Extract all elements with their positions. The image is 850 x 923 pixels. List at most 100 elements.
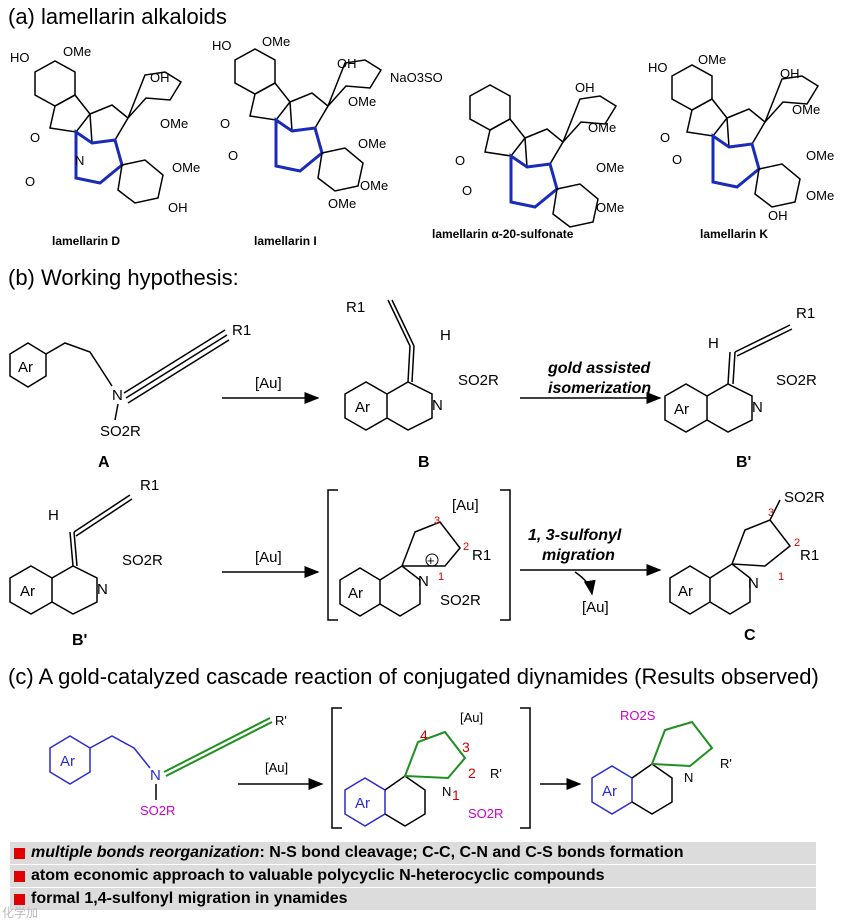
section-a-title: (a) lamellarin alkaloids bbox=[8, 4, 227, 29]
svg-text:OH: OH bbox=[768, 208, 788, 223]
compound-a-label: A bbox=[98, 454, 110, 471]
svg-text:OMe: OMe bbox=[172, 160, 200, 175]
svg-text:2: 2 bbox=[468, 765, 476, 781]
svg-text:OMe: OMe bbox=[806, 188, 834, 203]
svg-text:Ar: Ar bbox=[60, 753, 75, 770]
svg-text:O: O bbox=[455, 153, 465, 168]
svg-text:2: 2 bbox=[794, 537, 800, 549]
watermark: 化学加 bbox=[2, 906, 39, 920]
svg-text:NaO3SO: NaO3SO bbox=[390, 70, 443, 85]
red-square-bullet-icon bbox=[14, 847, 25, 859]
compound-a: Ar N R1 SO2R A bbox=[9, 322, 251, 471]
svg-text:OMe: OMe bbox=[358, 136, 386, 151]
svg-text:[Au]: [Au] bbox=[265, 760, 288, 775]
svg-text:N: N bbox=[684, 770, 693, 785]
compound-c: Ar N 3 2 1 SO2R R1 C bbox=[669, 489, 825, 644]
svg-text:R1: R1 bbox=[140, 477, 159, 494]
svg-text:OH: OH bbox=[780, 66, 800, 81]
svg-text:SO2R: SO2R bbox=[468, 806, 503, 821]
svg-text:HO: HO bbox=[648, 60, 668, 75]
svg-text:OMe: OMe bbox=[588, 120, 616, 135]
svg-text:R1: R1 bbox=[232, 322, 251, 339]
svg-text:OMe: OMe bbox=[596, 160, 624, 175]
result-notes: multiple bonds reorganization: N-S bond … bbox=[10, 842, 816, 911]
svg-text:H: H bbox=[48, 507, 59, 524]
svg-text:+: + bbox=[427, 553, 435, 568]
compound-c-label: C bbox=[744, 627, 756, 644]
product-c: Ar N RO2S R' bbox=[591, 708, 732, 815]
svg-text:3: 3 bbox=[434, 515, 440, 527]
svg-text:OMe: OMe bbox=[160, 116, 188, 131]
svg-text:isomerization: isomerization bbox=[548, 380, 651, 397]
svg-text:3: 3 bbox=[768, 507, 774, 519]
svg-text:4: 4 bbox=[420, 727, 428, 743]
lamellarin-d-structure: HO OMe OH OMe OMe OH O O N lamellarin D bbox=[10, 44, 200, 248]
svg-text:SO2R: SO2R bbox=[458, 372, 499, 389]
svg-text:H: H bbox=[440, 327, 451, 344]
svg-text:OH: OH bbox=[150, 70, 170, 85]
compound-b-prime-label: B' bbox=[736, 454, 751, 471]
svg-text:[Au]: [Au] bbox=[582, 599, 609, 616]
lamellarin-i-name: lamellarin I bbox=[254, 234, 317, 248]
compound-b-label: B bbox=[418, 454, 430, 471]
svg-text:R': R' bbox=[720, 756, 732, 771]
svg-text:OH: OH bbox=[337, 56, 357, 71]
svg-text:Ar: Ar bbox=[348, 585, 363, 602]
svg-text:Ar: Ar bbox=[355, 399, 370, 416]
svg-text:OMe: OMe bbox=[698, 52, 726, 67]
intermediate-b: Ar N + 3 2 1 [Au] R1 SO2R bbox=[327, 489, 511, 621]
svg-text:Ar: Ar bbox=[20, 583, 35, 600]
svg-text:OMe: OMe bbox=[360, 178, 388, 193]
lamellarin-i-structure: HO OMe OH OMe OMe OMe OMe O O lamellarin… bbox=[212, 34, 388, 248]
svg-text:HO: HO bbox=[212, 38, 232, 53]
svg-text:N: N bbox=[75, 153, 84, 168]
svg-text:SO2R: SO2R bbox=[776, 372, 817, 389]
svg-text:OMe: OMe bbox=[596, 200, 624, 215]
svg-text:N: N bbox=[150, 767, 161, 784]
svg-text:O: O bbox=[25, 174, 35, 189]
svg-text:N: N bbox=[97, 581, 108, 598]
svg-text:R1: R1 bbox=[800, 547, 819, 564]
svg-text:N: N bbox=[112, 387, 123, 404]
svg-text:1, 3-sulfonyl: 1, 3-sulfonyl bbox=[528, 527, 622, 544]
svg-text:O: O bbox=[30, 130, 40, 145]
lamellarin-k-structure: HO OMe OH OMe OMe OMe OH O O lamellarin … bbox=[648, 52, 834, 241]
svg-text:R': R' bbox=[275, 713, 287, 728]
svg-text:OMe: OMe bbox=[806, 148, 834, 163]
svg-text:Ar: Ar bbox=[602, 783, 617, 800]
svg-text:Ar: Ar bbox=[674, 401, 689, 418]
compound-b: Ar R1 H N SO2R B bbox=[344, 299, 499, 471]
svg-text:N: N bbox=[748, 575, 759, 592]
svg-text:O: O bbox=[220, 116, 230, 131]
compound-b-prime: Ar H R1 N SO2R B' bbox=[664, 305, 817, 471]
svg-text:O: O bbox=[660, 130, 670, 145]
lamellarin-sulfonate-name: lamellarin α-20-sulfonate bbox=[432, 227, 574, 241]
svg-text:[Au]: [Au] bbox=[452, 497, 479, 514]
section-c-title: (c) A gold-catalyzed cascade reaction of… bbox=[8, 664, 819, 689]
svg-text:SO2R: SO2R bbox=[440, 592, 481, 609]
svg-text:SO2R: SO2R bbox=[784, 489, 825, 506]
svg-text:R1: R1 bbox=[346, 299, 365, 316]
svg-text:[Au]: [Au] bbox=[460, 710, 483, 725]
svg-text:2: 2 bbox=[463, 541, 469, 553]
svg-text:1: 1 bbox=[778, 571, 784, 583]
svg-text:N: N bbox=[418, 573, 429, 590]
svg-text:1: 1 bbox=[438, 571, 444, 583]
compound-b-prime-2-label: B' bbox=[72, 632, 87, 649]
svg-text:gold assisted: gold assisted bbox=[547, 360, 651, 377]
diynamide-substrate: Ar N R' SO2R bbox=[49, 713, 287, 818]
svg-text:3: 3 bbox=[462, 739, 470, 755]
svg-text:N: N bbox=[442, 784, 451, 799]
red-square-bullet-icon bbox=[14, 893, 25, 905]
svg-text:[Au]: [Au] bbox=[255, 549, 282, 566]
svg-text:OMe: OMe bbox=[792, 102, 820, 117]
svg-text:N: N bbox=[752, 399, 763, 416]
svg-text:OH: OH bbox=[168, 200, 188, 215]
svg-text:SO2R: SO2R bbox=[122, 552, 163, 569]
svg-text:SO2R: SO2R bbox=[140, 803, 175, 818]
svg-text:Ar: Ar bbox=[355, 795, 370, 812]
svg-text:R1: R1 bbox=[472, 547, 491, 564]
svg-text:migration: migration bbox=[542, 547, 615, 564]
svg-text:SO2R: SO2R bbox=[100, 423, 141, 440]
